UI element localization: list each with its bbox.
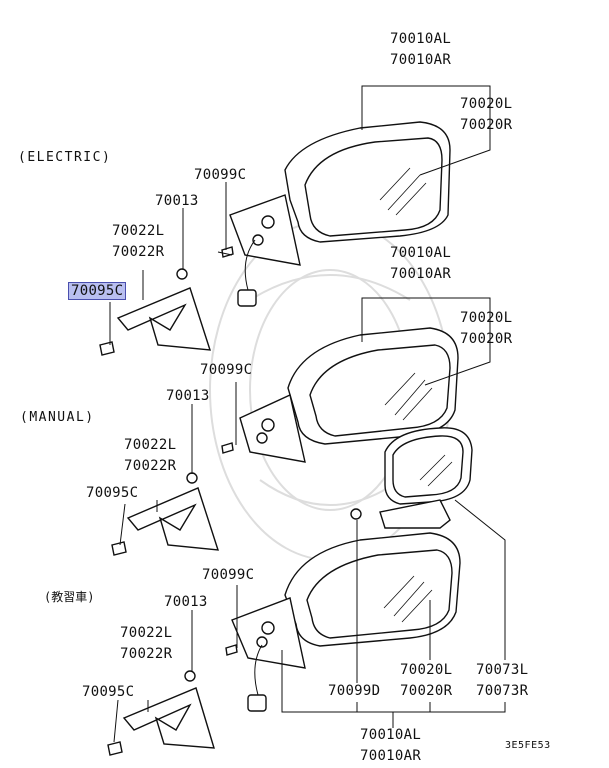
section-manual: (MANUAL) [20, 410, 95, 425]
manual-mirror-assembly [221, 327, 459, 463]
training-mirror-glass-r[interactable]: 70020R [400, 683, 453, 699]
section-training: (教習車) [44, 590, 95, 604]
training-leaders [113, 499, 506, 743]
electric-mirror-glass-l[interactable]: 70020L [460, 96, 513, 112]
manual-cover-r[interactable]: 70022R [124, 458, 177, 474]
electric-bracket-highlighted[interactable]: 70095C [68, 282, 127, 300]
electric-leaders [109, 85, 491, 345]
manual-cover-l[interactable]: 70022L [124, 437, 177, 453]
training-bracket[interactable]: 70095C [82, 684, 135, 700]
training-aux-mirror [350, 427, 473, 529]
manual-mirror-assy-l[interactable]: 70010AL [390, 245, 452, 261]
diagram-code: 3E5FE53 [505, 740, 551, 751]
manual-mirror-glass-l[interactable]: 70020L [460, 310, 513, 326]
training-clip[interactable]: 70013 [164, 594, 208, 610]
training-cover-r[interactable]: 70022R [120, 646, 173, 662]
electric-mirror-assy-l[interactable]: 70010AL [390, 31, 452, 47]
electric-clip[interactable]: 70013 [155, 193, 199, 209]
training-screw-d[interactable]: 70099D [328, 683, 381, 699]
training-mirror-assy-l[interactable]: 70010AL [360, 727, 422, 743]
electric-cover-l[interactable]: 70022L [112, 223, 165, 239]
electric-cover-r[interactable]: 70022R [112, 244, 165, 260]
training-aux-mirror-l[interactable]: 70073L [476, 662, 529, 678]
manual-clip[interactable]: 70013 [166, 388, 210, 404]
training-cover-l[interactable]: 70022L [120, 625, 173, 641]
manual-mirror-glass-r[interactable]: 70020R [460, 331, 513, 347]
electric-screw[interactable]: 70099C [194, 167, 247, 183]
training-aux-mirror-r[interactable]: 70073R [476, 683, 529, 699]
training-mirror-glass-l[interactable]: 70020L [400, 662, 453, 678]
training-cover [107, 670, 215, 756]
manual-mirror-assy-r[interactable]: 70010AR [390, 266, 452, 282]
manual-cover [111, 472, 219, 556]
training-mirror-assembly [225, 532, 461, 712]
electric-mirror-assembly [217, 121, 451, 307]
training-mirror-assy-r[interactable]: 70010AR [360, 748, 422, 764]
electric-mirror-glass-r[interactable]: 70020R [460, 117, 513, 133]
manual-bracket[interactable]: 70095C [86, 485, 139, 501]
section-electric: (ELECTRIC) [18, 150, 112, 165]
electric-mirror-assy-r[interactable]: 70010AR [390, 52, 452, 68]
manual-screw[interactable]: 70099C [200, 362, 253, 378]
manual-leaders [119, 297, 491, 546]
electric-cover [99, 268, 211, 356]
training-screw[interactable]: 70099C [202, 567, 255, 583]
